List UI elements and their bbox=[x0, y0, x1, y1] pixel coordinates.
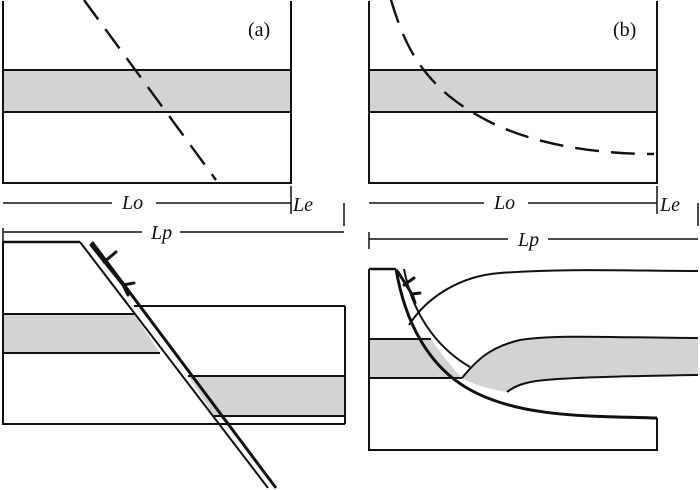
panel-b-slip-arrow-icon bbox=[396, 270, 422, 305]
panel-b-label: (b) bbox=[613, 19, 636, 41]
panel-b-footwall-shaded-layer bbox=[369, 339, 462, 378]
panel-a-lo-label: Lo bbox=[121, 192, 143, 214]
panel-b-le-label: Le bbox=[659, 194, 680, 216]
panel-b-dashed-listric-fault bbox=[389, 0, 655, 156]
panel-a-lp-label: Lp bbox=[150, 222, 172, 244]
panel-a-bottom-hangingwall-shaded-layer bbox=[188, 376, 345, 416]
panel-a-bottom-footwall-outline bbox=[2, 242, 226, 425]
panel-b-bottom-outline bbox=[368, 269, 658, 451]
panel-b-hangingwall-shaded-layer bbox=[462, 336, 698, 392]
panel-a-dashed-planar-fault bbox=[83, 0, 217, 181]
panel-b-top-outline bbox=[368, 1, 658, 184]
panel-b-fault-main-line bbox=[394, 268, 658, 420]
panel-b-lo-label: Lo bbox=[493, 192, 515, 214]
panel-b-hangingwall-layer-bottom bbox=[506, 374, 699, 393]
panel-b-measurements: Lo Le Lp bbox=[368, 186, 699, 251]
panel-a-bottom-footwall-shaded-layer bbox=[3, 314, 160, 353]
panel-a-label: (a) bbox=[248, 19, 270, 41]
panel-a-le-label: Le bbox=[292, 194, 313, 216]
panel-b-top: (b) bbox=[368, 0, 658, 184]
panel-b-bottom bbox=[368, 267, 699, 451]
panel-b-hangingwall-top-curve bbox=[408, 269, 699, 326]
panel-a-bottom bbox=[2, 240, 346, 489]
panel-a-fault-hanging-edge bbox=[79, 241, 269, 489]
panel-a-measurements: Lo Le Lp bbox=[2, 186, 345, 244]
panel-a-slip-arrow-icon bbox=[89, 243, 136, 297]
panel-a-top-shaded-layer bbox=[3, 70, 291, 112]
panel-b-lp-label: Lp bbox=[517, 229, 539, 251]
panel-a-top-outline bbox=[2, 1, 292, 184]
panel-a-top: (a) bbox=[2, 0, 292, 184]
panel-b-hangingwall-layer-top bbox=[461, 335, 699, 379]
panel-b-top-shaded-layer bbox=[369, 70, 657, 112]
